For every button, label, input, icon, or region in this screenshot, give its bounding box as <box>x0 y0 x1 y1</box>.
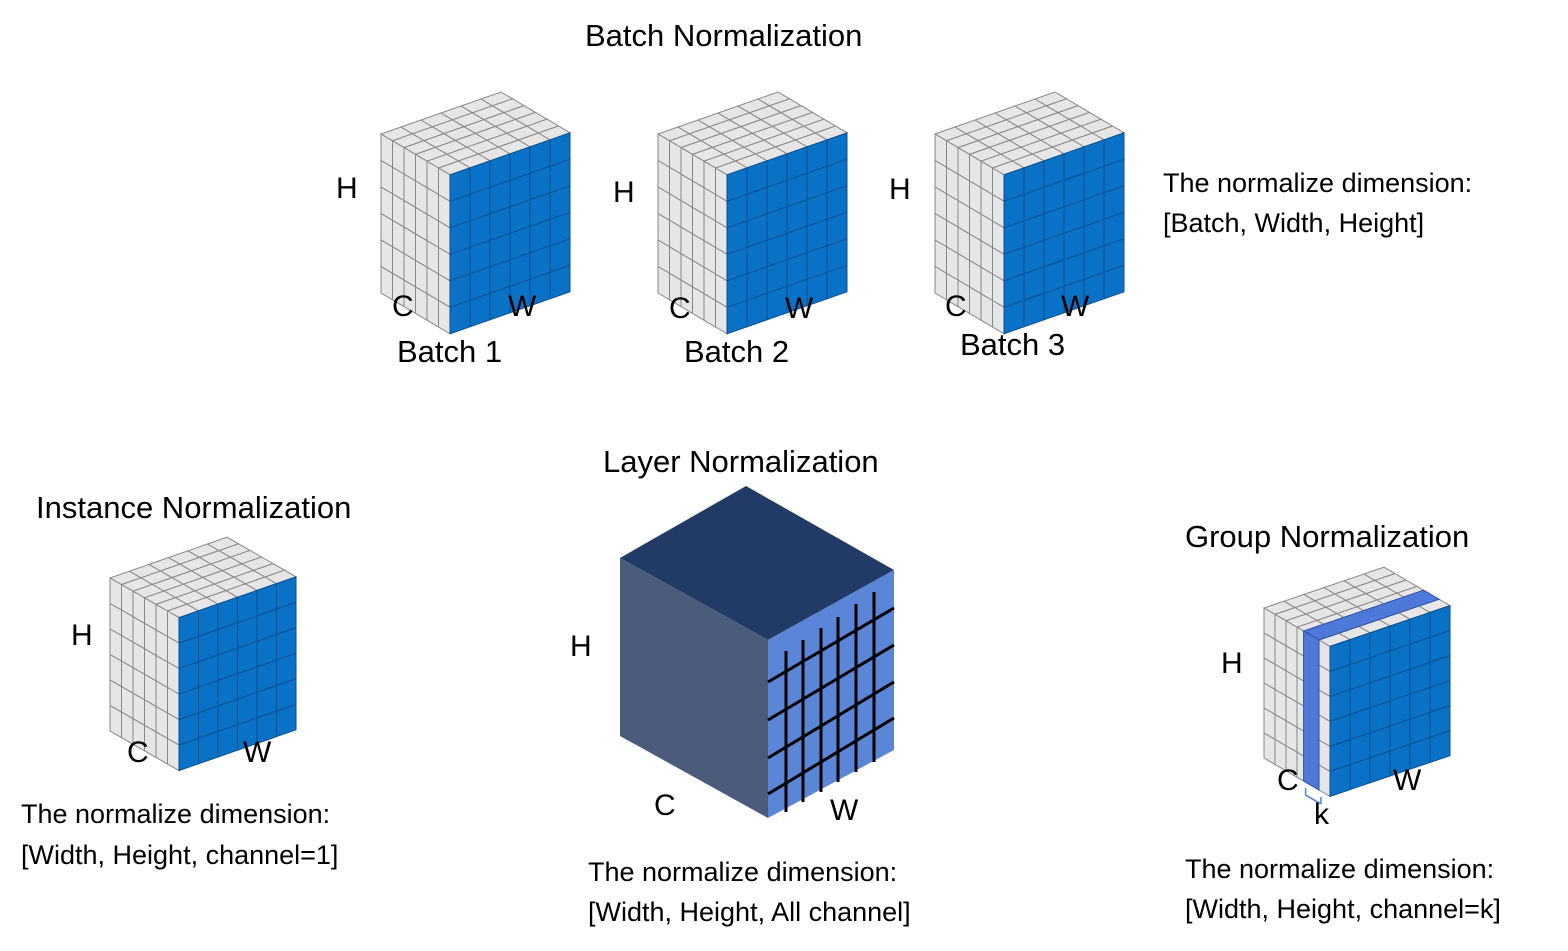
group-w-label: W <box>1393 764 1422 797</box>
batch-2-cube <box>656 91 849 335</box>
batch-2-w-label: W <box>785 292 814 325</box>
group-norm-title: Group Normalization <box>1185 519 1470 554</box>
highlight-face-cell <box>549 264 571 300</box>
highlight-face-cell <box>826 264 848 300</box>
highlight-face-cell <box>1103 264 1125 300</box>
instance-w-label: W <box>243 736 272 769</box>
instance-norm-desc-line2: [Width, Height, channel=1] <box>21 840 339 870</box>
batch-norm-desc-line2: [Batch, Width, Height] <box>1163 208 1425 238</box>
layer-cube-right-face <box>768 570 894 818</box>
batch-3-label: Batch 3 <box>960 327 1066 362</box>
instance-norm-cube <box>108 536 298 772</box>
batch-3-w-label: W <box>1061 290 1090 323</box>
group-slab-side <box>1303 630 1320 791</box>
batch-norm-title: Batch Normalization <box>585 18 863 53</box>
batch-2-h-label: H <box>613 176 635 209</box>
batch-2-c-label: C <box>669 292 691 325</box>
batch-norm-desc-line1: The normalize dimension: <box>1163 168 1473 198</box>
layer-cube-left-face <box>620 558 768 818</box>
group-norm-cube <box>1262 566 1452 805</box>
layer-cube-grid <box>767 592 895 812</box>
batch-1-c-label: C <box>392 290 414 323</box>
batch-1-w-label: W <box>508 290 537 323</box>
group-h-label: H <box>1221 647 1243 680</box>
batch-3-h-label: H <box>889 173 911 206</box>
layer-norm-desc-line1: The normalize dimension: <box>588 857 898 887</box>
batch-1-h-label: H <box>336 172 358 205</box>
batch-3-cube <box>933 91 1126 335</box>
layer-h-label: H <box>570 630 592 663</box>
layer-norm-cube <box>620 486 895 818</box>
layer-cube-top-face <box>620 486 894 640</box>
batch-1-cube <box>379 91 572 335</box>
batch-1-label: Batch 1 <box>397 334 503 369</box>
layer-norm-title: Layer Normalization <box>603 444 879 479</box>
layer-c-label: C <box>654 789 676 822</box>
group-c-label: C <box>1277 764 1299 797</box>
instance-c-label: C <box>127 736 149 769</box>
instance-norm-desc-line1: The normalize dimension: <box>21 799 331 829</box>
batch-3-c-label: C <box>945 290 967 323</box>
batch-2-label: Batch 2 <box>684 334 790 369</box>
layer-w-label: W <box>830 794 859 827</box>
instance-h-label: H <box>71 619 93 652</box>
instance-norm-title: Instance Normalization <box>36 490 352 525</box>
highlight-face-cell <box>1429 729 1451 764</box>
group-norm-desc-line2: [Width, Height, channel=k] <box>1185 894 1501 924</box>
group-norm-desc-line1: The normalize dimension: <box>1185 854 1495 884</box>
layer-norm-desc-line2: [Width, Height, All channel] <box>588 897 911 927</box>
highlight-face-cell <box>276 703 297 738</box>
k-bracket <box>1305 794 1322 805</box>
group-k-label: k <box>1314 798 1329 831</box>
